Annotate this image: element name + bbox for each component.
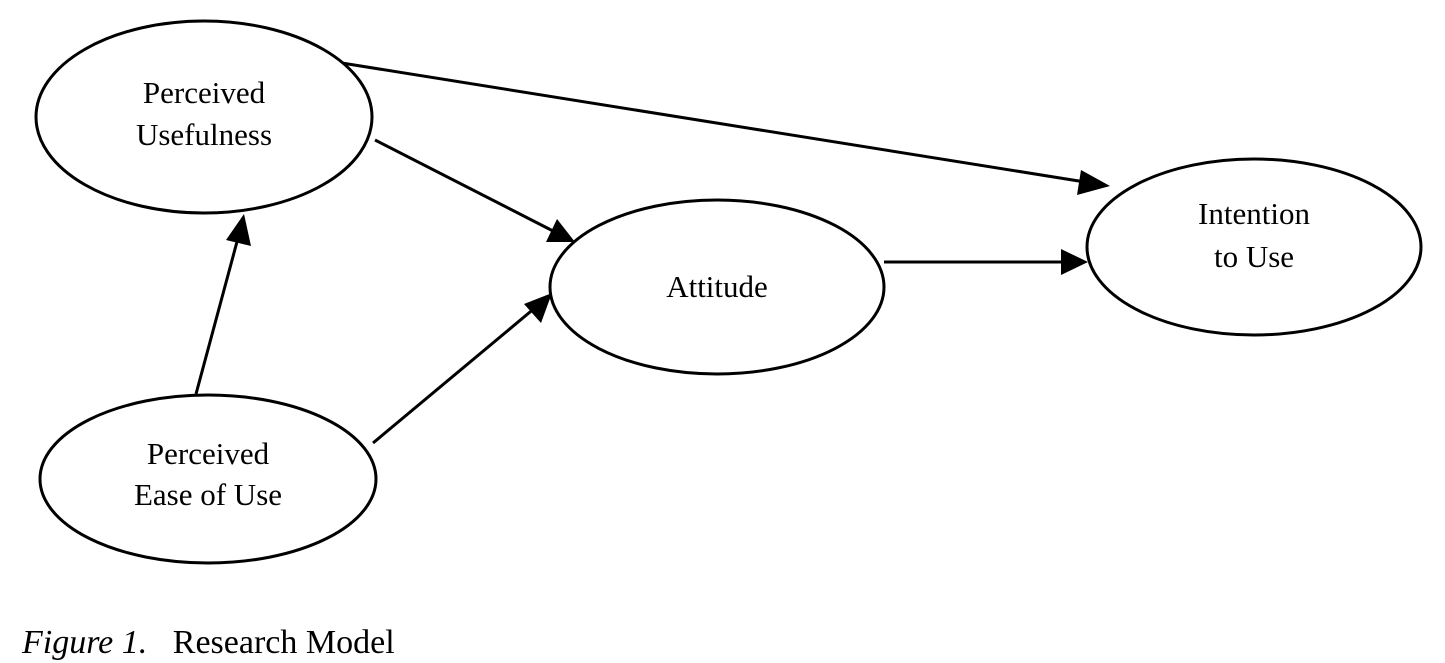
- node-ellipse: [34, 19, 374, 215]
- edge-usefulness-to-attitude: [374, 138, 575, 242]
- node-label-line2: Ease of Use: [134, 477, 282, 512]
- node-label-line2: Usefulness: [136, 117, 272, 152]
- node-label-line1: Intention: [1198, 196, 1310, 231]
- figure-title: Research Model: [172, 624, 395, 661]
- node-label-line1: Perceived: [147, 436, 270, 471]
- node-perceived-usefulness: Perceived Usefulness: [34, 19, 374, 215]
- research-model-diagram: Perceived Usefulness Perceived Ease of U…: [34, 19, 1423, 565]
- node-label-line2: to Use: [1214, 239, 1294, 274]
- node-attitude: Attitude: [548, 198, 886, 376]
- edge-ease-to-usefulness: [194, 214, 251, 395]
- node-intention-to-use: Intention to Use: [1085, 157, 1423, 337]
- node-ellipse: [548, 198, 886, 376]
- edges: [194, 58, 1110, 445]
- edge-ease-to-attitude: [372, 293, 552, 445]
- edge-attitude-to-intention: [884, 249, 1088, 275]
- figure-number: Figure 1.: [22, 624, 148, 661]
- node-label-line1: Perceived: [143, 75, 266, 110]
- edge-usefulness-to-intention: [322, 58, 1110, 195]
- figure-caption: Figure 1. Research Model: [22, 623, 395, 663]
- node-perceived-ease-of-use: Perceived Ease of Use: [38, 393, 378, 565]
- node-ellipse: [38, 393, 378, 565]
- node-label-line1: Attitude: [666, 269, 768, 304]
- node-ellipse: [1085, 157, 1423, 337]
